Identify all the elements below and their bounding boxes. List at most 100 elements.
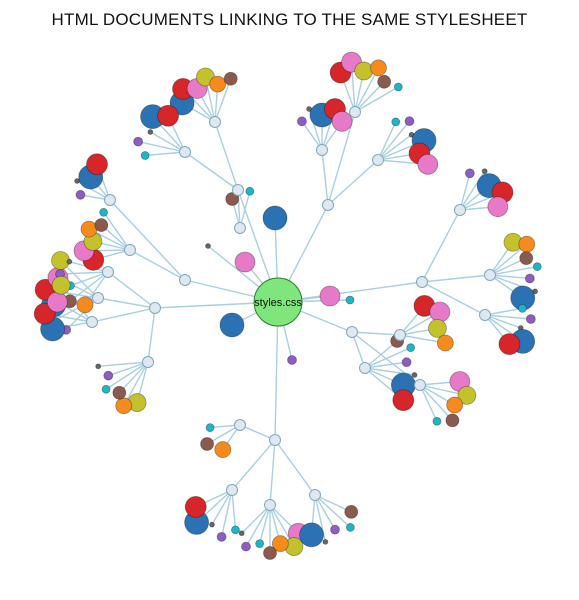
- document-node-gray[interactable]: [209, 521, 215, 528]
- document-node-teal[interactable]: [205, 423, 215, 433]
- document-node-teal[interactable]: [231, 525, 240, 535]
- hub-node[interactable]: [454, 204, 466, 216]
- document-node-olive[interactable]: [354, 61, 374, 81]
- document-node-teal[interactable]: [518, 304, 527, 313]
- document-node-gray[interactable]: [322, 538, 329, 545]
- document-node-brown[interactable]: [377, 74, 392, 89]
- document-node-pink[interactable]: [46, 291, 68, 313]
- document-node-gray[interactable]: [205, 243, 211, 249]
- document-node-gray[interactable]: [306, 106, 312, 112]
- document-node-purple[interactable]: [404, 116, 415, 127]
- document-node-purple[interactable]: [216, 531, 227, 542]
- hub-node[interactable]: [414, 379, 426, 391]
- document-node-purple[interactable]: [133, 136, 144, 147]
- document-node-orange[interactable]: [115, 397, 133, 415]
- document-node-orange[interactable]: [76, 296, 94, 314]
- document-node-purple[interactable]: [241, 541, 251, 552]
- document-node-pink[interactable]: [487, 196, 509, 218]
- document-node-teal[interactable]: [101, 384, 111, 394]
- document-node-gray[interactable]: [411, 372, 418, 378]
- hub-node[interactable]: [226, 484, 238, 496]
- document-node-purple[interactable]: [75, 189, 86, 200]
- document-node-purple[interactable]: [297, 116, 307, 127]
- hub-node[interactable]: [86, 316, 98, 328]
- hub-node[interactable]: [484, 269, 496, 281]
- document-node-gray[interactable]: [147, 129, 154, 135]
- document-node-orange[interactable]: [518, 235, 536, 253]
- document-node-purple[interactable]: [330, 524, 340, 535]
- document-node-brown[interactable]: [225, 192, 240, 206]
- document-node-orange[interactable]: [214, 441, 232, 458]
- document-node-red[interactable]: [86, 153, 108, 176]
- document-node-teal[interactable]: [99, 207, 109, 217]
- hub-node[interactable]: [92, 292, 104, 304]
- document-node-teal[interactable]: [391, 117, 401, 127]
- document-node-red[interactable]: [157, 104, 179, 127]
- hub-node[interactable]: [234, 222, 246, 234]
- document-node-red[interactable]: [184, 496, 207, 518]
- document-node-orange[interactable]: [209, 75, 227, 93]
- document-node-teal[interactable]: [345, 523, 355, 532]
- hub-node[interactable]: [346, 326, 358, 338]
- hub-node[interactable]: [322, 199, 334, 211]
- document-node-blue[interactable]: [299, 522, 324, 548]
- document-node-pink[interactable]: [319, 285, 341, 307]
- document-node-gray[interactable]: [95, 363, 102, 370]
- document-node-orange[interactable]: [446, 396, 464, 414]
- document-node-red[interactable]: [392, 389, 415, 412]
- hub-node[interactable]: [179, 274, 191, 286]
- hub-node[interactable]: [179, 146, 191, 158]
- hub-node[interactable]: [149, 302, 161, 314]
- document-node-brown[interactable]: [445, 413, 460, 428]
- document-node-purple[interactable]: [401, 357, 412, 368]
- document-node-red[interactable]: [498, 333, 521, 356]
- document-node-pink[interactable]: [234, 251, 256, 273]
- document-node-brown[interactable]: [200, 437, 214, 451]
- document-node-pink[interactable]: [417, 153, 439, 175]
- hub-node[interactable]: [232, 184, 244, 196]
- document-node-orange[interactable]: [271, 535, 289, 553]
- document-node-purple[interactable]: [464, 168, 475, 179]
- hub-node[interactable]: [102, 266, 114, 278]
- hub-node[interactable]: [104, 194, 116, 206]
- document-node-olive[interactable]: [51, 275, 71, 295]
- document-node-teal[interactable]: [393, 82, 403, 92]
- hub-node[interactable]: [349, 106, 361, 118]
- document-node-teal[interactable]: [532, 262, 542, 272]
- document-node-teal[interactable]: [432, 416, 442, 426]
- hub-node[interactable]: [416, 276, 428, 288]
- document-node-gray[interactable]: [238, 530, 245, 537]
- document-node-teal[interactable]: [345, 295, 355, 305]
- document-node-brown[interactable]: [112, 385, 127, 400]
- document-node-pink[interactable]: [429, 301, 451, 323]
- hub-node[interactable]: [394, 329, 406, 341]
- hub-node[interactable]: [209, 116, 221, 128]
- document-node-purple[interactable]: [287, 355, 297, 365]
- document-node-orange[interactable]: [436, 334, 454, 352]
- hub-node[interactable]: [124, 244, 136, 256]
- hub-node[interactable]: [269, 434, 281, 446]
- document-node-blue[interactable]: [262, 205, 288, 231]
- hub-node[interactable]: [316, 144, 328, 156]
- document-node-purple[interactable]: [103, 370, 114, 381]
- document-node-teal[interactable]: [245, 186, 255, 196]
- document-node-gray[interactable]: [66, 258, 73, 265]
- document-node-brown[interactable]: [223, 71, 238, 86]
- document-node-olive[interactable]: [457, 385, 477, 405]
- stylesheet-node[interactable]: [253, 277, 303, 327]
- document-node-gray[interactable]: [481, 168, 488, 175]
- document-node-purple[interactable]: [525, 314, 536, 324]
- document-node-pink[interactable]: [331, 110, 353, 132]
- hub-node[interactable]: [359, 362, 371, 374]
- hub-node[interactable]: [264, 499, 276, 511]
- document-node-brown[interactable]: [519, 251, 534, 265]
- document-node-brown[interactable]: [263, 546, 277, 560]
- document-node-purple[interactable]: [524, 273, 535, 284]
- document-node-brown[interactable]: [94, 218, 109, 232]
- document-node-olive[interactable]: [428, 319, 447, 338]
- document-node-teal[interactable]: [406, 343, 416, 353]
- document-node-teal[interactable]: [140, 151, 150, 160]
- document-node-brown[interactable]: [344, 505, 359, 519]
- hub-node[interactable]: [234, 419, 246, 431]
- hub-node[interactable]: [309, 489, 321, 501]
